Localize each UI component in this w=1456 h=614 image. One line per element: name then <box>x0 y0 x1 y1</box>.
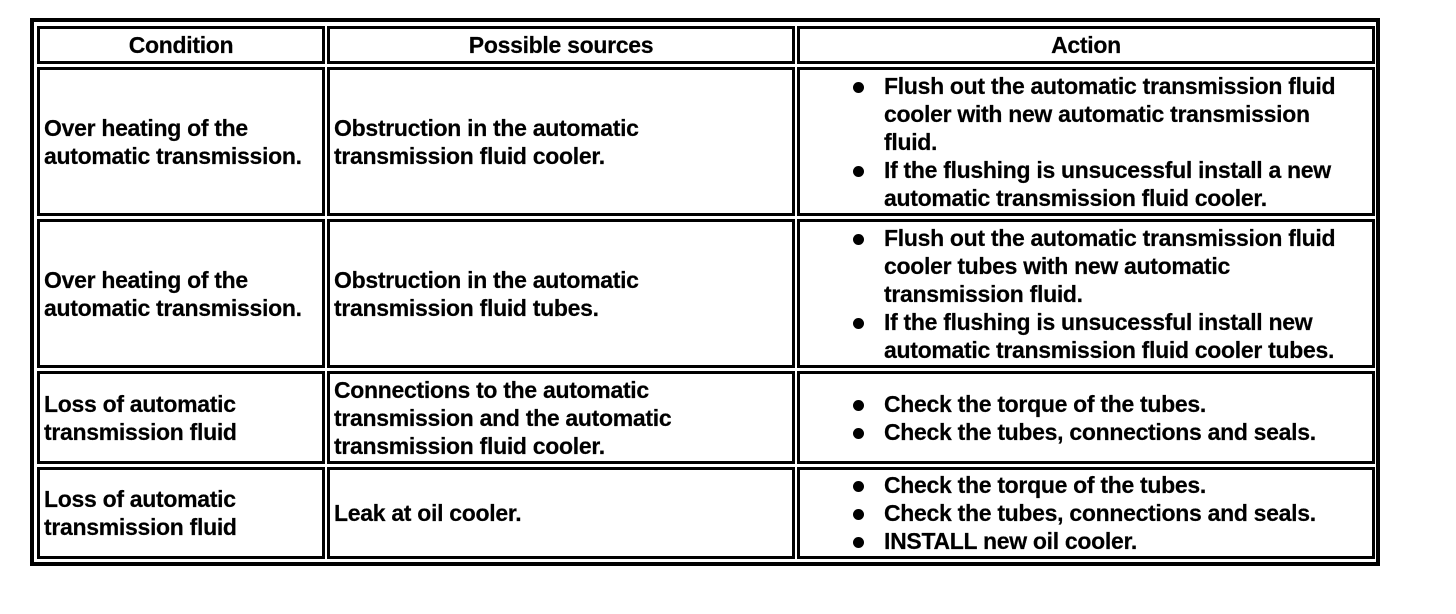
action-bullet-item: Check the torque of the tubes. <box>853 390 1316 418</box>
action-line: automatic transmission fluid cooler tube… <box>884 336 1335 363</box>
row-1-condition: Over heating of the automatic transmissi… <box>37 67 325 216</box>
action-line: Check the torque of the tubes. <box>884 390 1206 417</box>
header-possible-sources-label: Possible sources <box>468 32 654 58</box>
row-3-source-line: Connections to the automatic <box>334 376 649 403</box>
header-condition: Condition <box>37 26 325 64</box>
row-4-condition-line: Loss of automatic <box>44 486 236 512</box>
row-2-action: Flush out the automatic transmission flu… <box>797 219 1375 368</box>
row-4-action-list: Check the torque of the tubes. Check the… <box>800 471 1316 555</box>
row-2-source-line: Obstruction in the automatic <box>334 266 639 293</box>
action-line: Check the torque of the tubes. <box>884 472 1206 498</box>
diagnostic-table: Condition Possible sources Action Over h… <box>30 18 1380 566</box>
action-line: Check the tubes, connections and seals. <box>884 500 1316 526</box>
header-action: Action <box>797 26 1375 64</box>
row-3-condition-line: Loss of automatic <box>44 390 236 417</box>
action-line: cooler tubes with new automatic <box>884 252 1230 279</box>
action-line: INSTALL new oil cooler. <box>884 528 1137 554</box>
row-3-action: Check the torque of the tubes. Check the… <box>797 371 1375 464</box>
row-3-source-line: transmission fluid cooler. <box>334 432 605 459</box>
row-2-source-line: transmission fluid tubes. <box>334 294 599 321</box>
action-line: fluid. <box>884 128 938 155</box>
row-3-action-list: Check the torque of the tubes. Check the… <box>800 390 1316 446</box>
row-3-condition: Loss of automatic transmission fluid <box>37 371 325 464</box>
row-2-source: Obstruction in the automatic transmissio… <box>327 219 795 368</box>
action-bullet-item: Check the tubes, connections and seals. <box>853 499 1316 527</box>
action-bullet-item: Check the tubes, connections and seals. <box>853 418 1316 446</box>
row-1-condition-line: automatic transmission. <box>44 142 302 169</box>
action-line: If the flushing is unsucessful install a… <box>884 156 1331 183</box>
row-3-condition-line: transmission fluid <box>44 418 237 445</box>
action-line: Flush out the automatic transmission flu… <box>884 224 1336 251</box>
action-bullet-item: If the flushing is unsucessful install a… <box>852 156 1335 212</box>
row-1-condition-line: Over heating of the <box>44 114 248 141</box>
header-possible-sources: Possible sources <box>327 26 795 64</box>
row-1-source-line: Obstruction in the automatic <box>334 114 639 141</box>
row-1-action-list: Flush out the automatic transmission flu… <box>800 72 1336 212</box>
row-1-source: Obstruction in the automatic transmissio… <box>327 67 795 216</box>
row-4-condition-line: transmission fluid <box>44 514 237 540</box>
row-4-condition: Loss of automatic transmission fluid <box>37 467 325 559</box>
row-3-source: Connections to the automatic transmissio… <box>327 371 795 464</box>
action-line: Flush out the automatic transmission flu… <box>884 72 1336 99</box>
row-1-action: Flush out the automatic transmission flu… <box>797 67 1375 216</box>
action-line: If the flushing is unsucessful install n… <box>884 308 1313 335</box>
row-4-action: Check the torque of the tubes. Check the… <box>797 467 1375 559</box>
action-line: cooler with new automatic transmission <box>884 100 1310 127</box>
action-bullet-item: If the flushing is unsucessful install n… <box>852 308 1335 364</box>
action-bullet-item: Flush out the automatic transmission flu… <box>852 224 1336 308</box>
header-condition-label: Condition <box>128 32 234 58</box>
action-line: transmission fluid. <box>884 280 1083 307</box>
row-1-source-line: transmission fluid cooler. <box>334 142 605 169</box>
action-bullet-item: INSTALL new oil cooler. <box>853 527 1316 555</box>
row-2-condition-line: Over heating of the <box>44 266 248 293</box>
row-2-action-list: Flush out the automatic transmission flu… <box>800 224 1336 364</box>
row-3-source-line: transmission and the automatic <box>334 404 672 431</box>
row-2-condition-line: automatic transmission. <box>44 294 302 321</box>
action-line: Check the tubes, connections and seals. <box>884 418 1316 445</box>
action-bullet-item: Flush out the automatic transmission flu… <box>852 72 1336 156</box>
header-action-label: Action <box>1051 32 1121 58</box>
row-4-source-line: Leak at oil cooler. <box>334 500 522 526</box>
row-2-condition: Over heating of the automatic transmissi… <box>37 219 325 368</box>
action-line: automatic transmission fluid cooler. <box>884 184 1267 211</box>
action-bullet-item: Check the torque of the tubes. <box>853 471 1316 499</box>
row-4-source: Leak at oil cooler. <box>327 467 795 559</box>
